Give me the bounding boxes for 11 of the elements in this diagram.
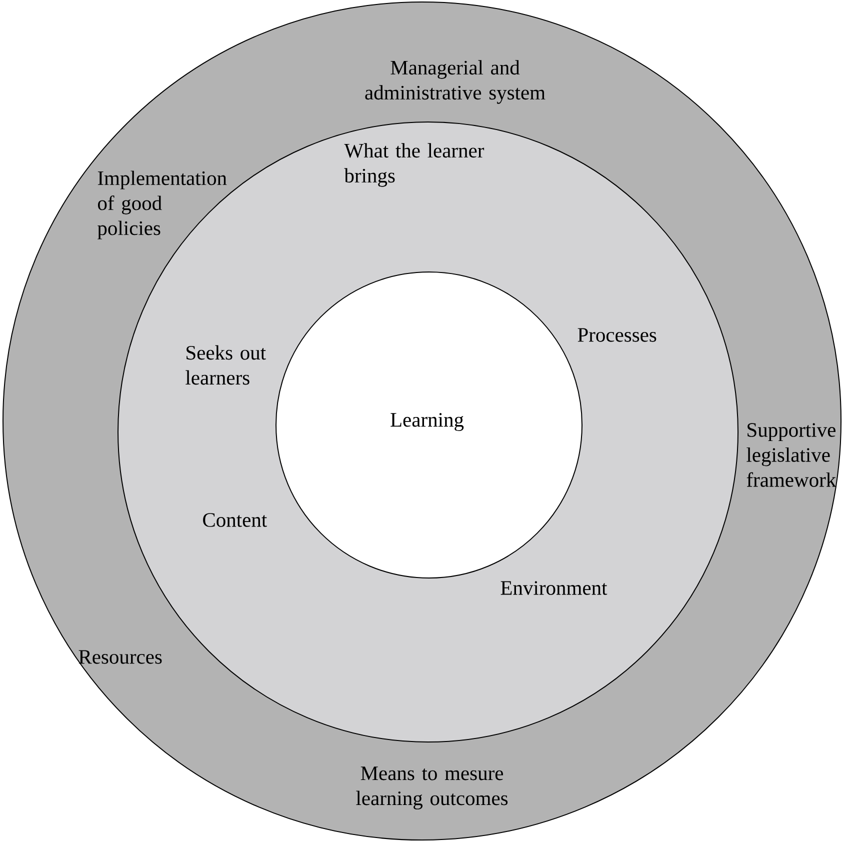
ring-label: Resources [78,650,162,664]
ring-label: Content [203,513,267,527]
ring-label: Seeks out learners [186,345,266,385]
ring-label: Means to mesure learning outcomes [356,766,508,810]
ring-label: Implementation of good policies [98,170,227,240]
ring-label: Environment [500,581,608,595]
ring-label: Processes [578,328,656,342]
ring-label: Learning [390,413,464,431]
ring-label: What the learner brings [344,143,484,187]
ring-label: Supportive legislative framework [746,423,836,487]
ring-label: Managerial and administrative system [365,60,546,104]
